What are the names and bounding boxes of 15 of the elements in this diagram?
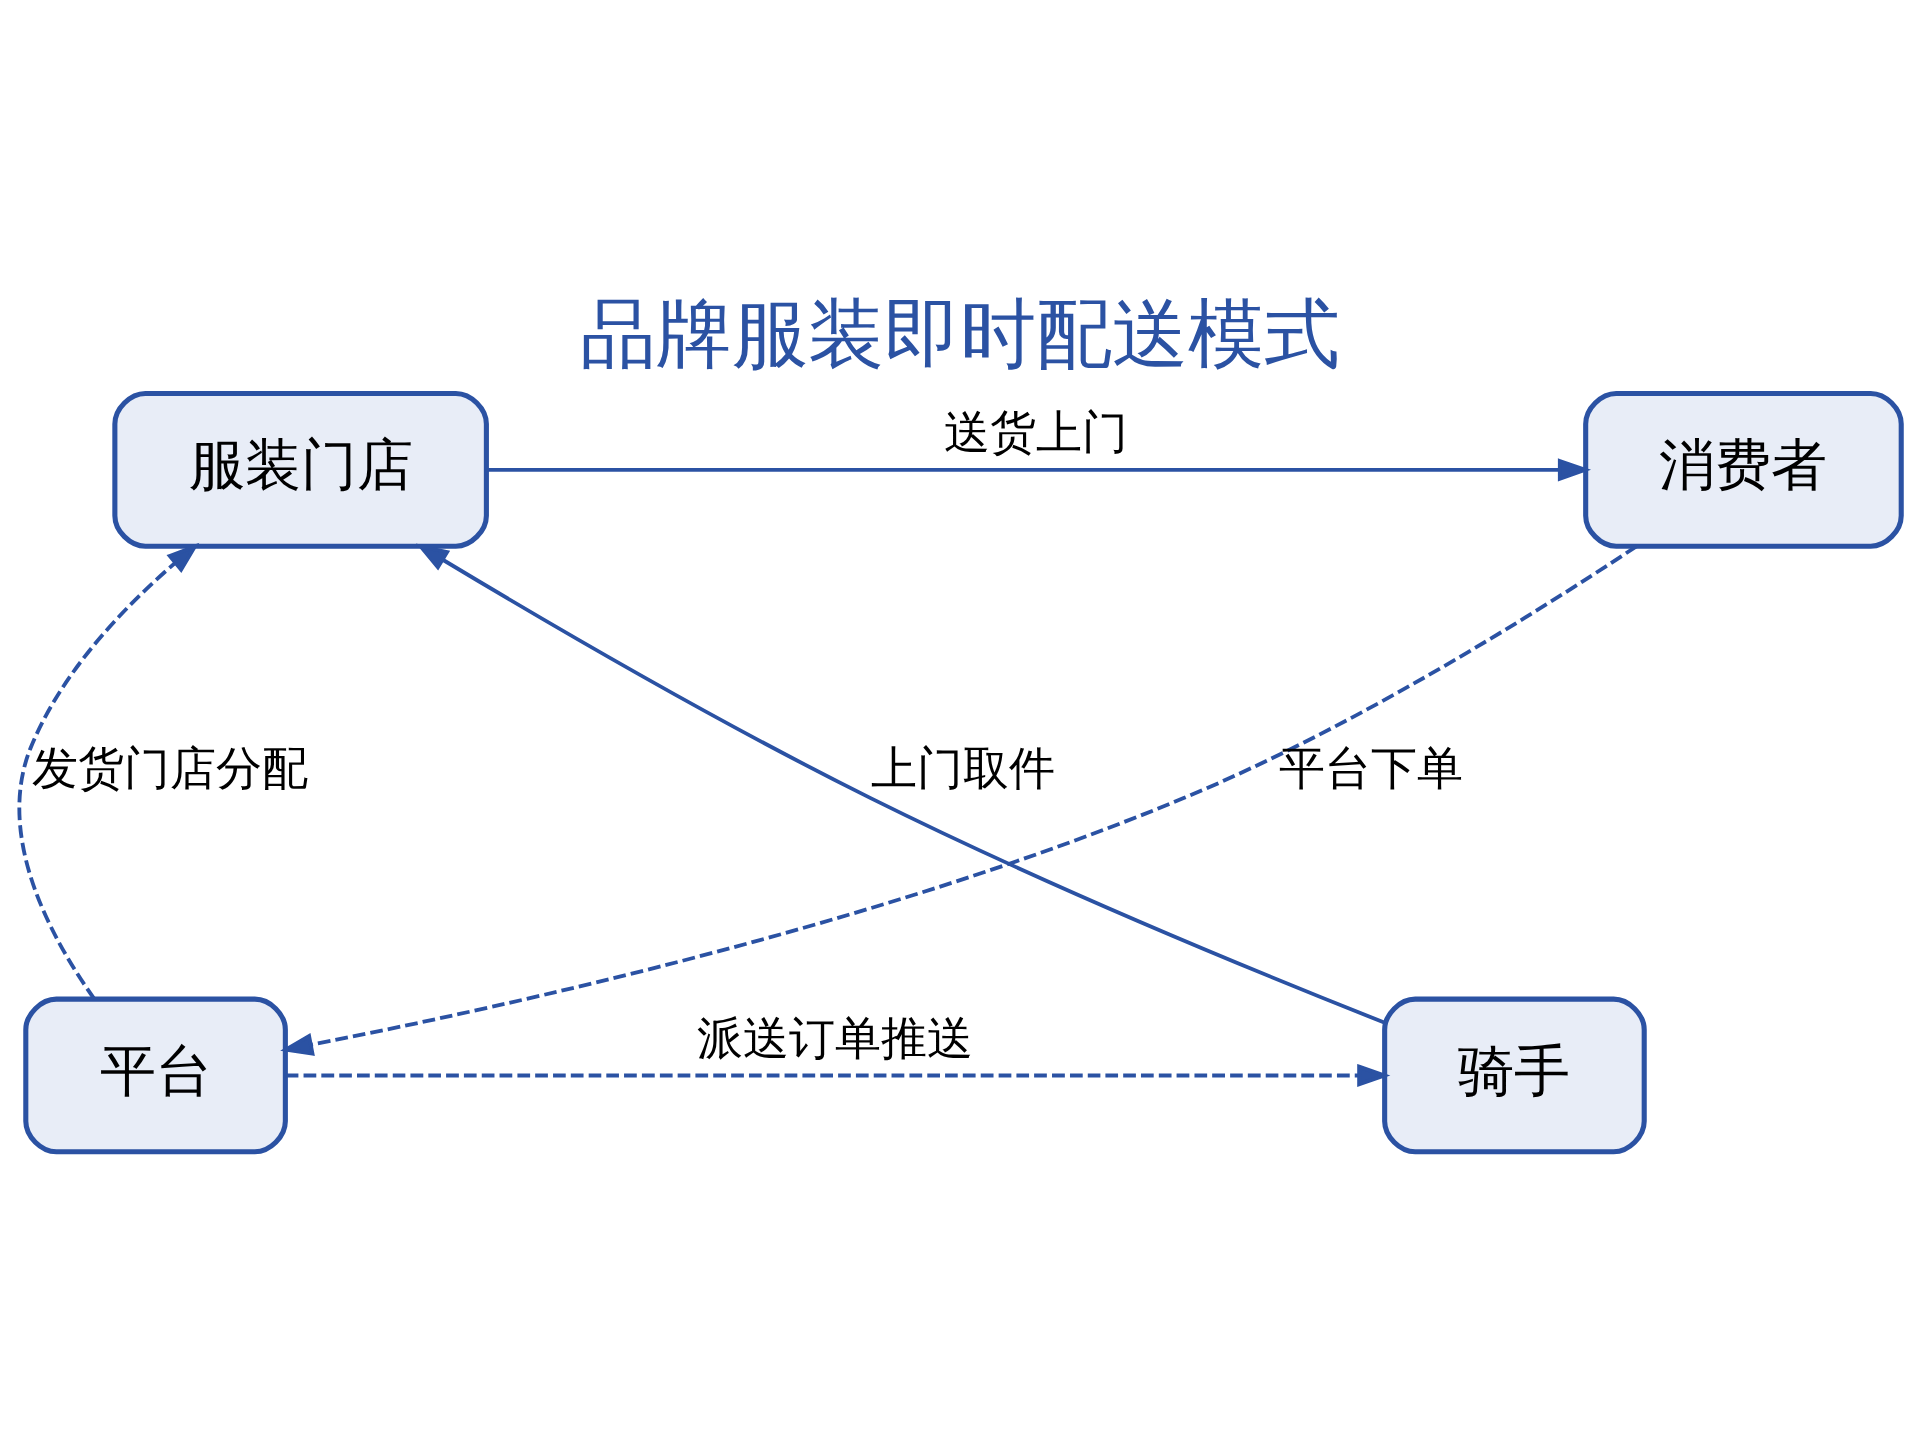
edge-label: 送货上门 (944, 404, 1129, 459)
arrow (280, 544, 1638, 1056)
arrow (415, 542, 1385, 1024)
edge-label: 平台下单 (1278, 740, 1463, 795)
node-box: 消费者 (1583, 390, 1904, 549)
arrow (285, 1063, 1391, 1087)
arrow (17, 542, 200, 1000)
edge-label: 发货门店分配 (31, 740, 308, 795)
node-box: 平台 (23, 996, 288, 1154)
edge-label: 派送订单推送 (697, 1010, 974, 1065)
edge-label: 上门取件 (871, 740, 1056, 795)
node-box: 服装门店 (112, 390, 489, 549)
node-box: 骑手 (1382, 996, 1647, 1154)
arrow (487, 457, 1592, 481)
diagram-title: 品牌服装即时配送模式 (580, 288, 1340, 378)
